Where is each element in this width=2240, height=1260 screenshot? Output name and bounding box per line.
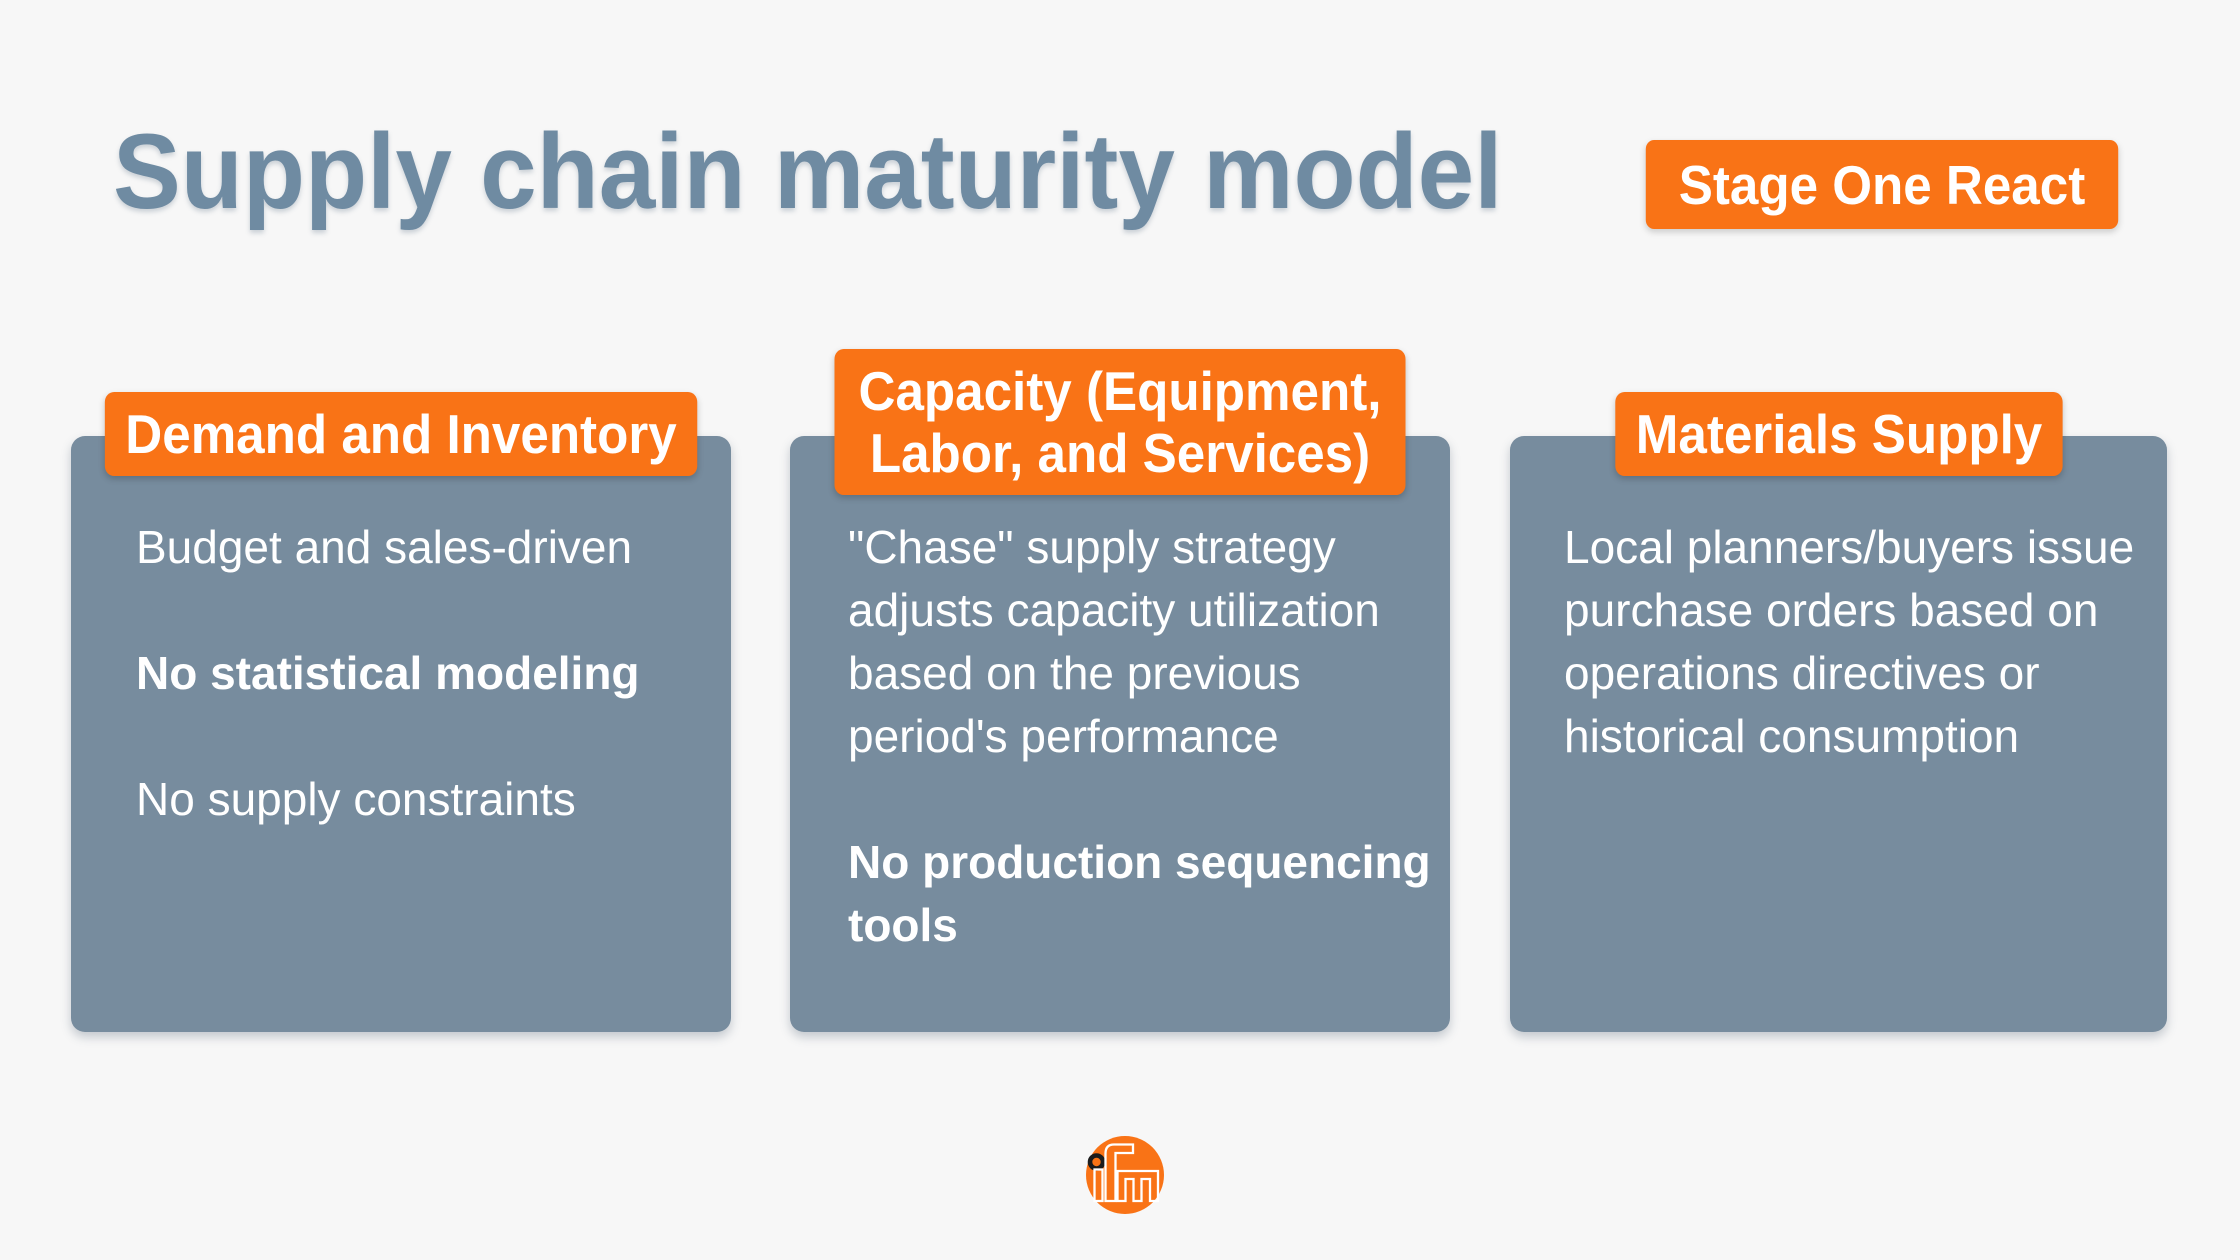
card-header-label: Materials Supply (1635, 403, 2042, 465)
stage-badge: Stage One React (1645, 140, 2119, 229)
ifm-logo-circle (1086, 1136, 1164, 1214)
stage-badge-label: Stage One React (1678, 153, 2086, 216)
paragraph: "Chase" supply strategy adjusts capacity… (848, 521, 1380, 762)
card-materials-supply: Materials Supply Local planners/buyers i… (1510, 392, 2167, 1032)
page-title: Supply chain maturity model (113, 111, 1503, 231)
card-body: Local planners/buyers issue purchase ord… (1510, 436, 2167, 1032)
paragraph: No supply constraints (136, 773, 576, 825)
card-header-label: Demand and Inventory (125, 403, 677, 465)
card-header-capacity: Capacity (Equipment, Labor, and Services… (834, 349, 1406, 495)
card-body: "Chase" supply strategy adjusts capacity… (790, 436, 1450, 1032)
card-demand-and-inventory: Demand and Inventory Budget and sales-dr… (71, 392, 731, 1032)
ifm-logo (1086, 1136, 1164, 1214)
paragraph: Local planners/buyers issue purchase ord… (1564, 521, 2135, 762)
card-header-label: Capacity (Equipment, Labor, and Services… (858, 360, 1382, 484)
ifm-letters-icon (1093, 1143, 1160, 1203)
paragraph: No production sequencing tools (848, 836, 1431, 951)
card-body: Budget and sales-driven No statistical m… (71, 436, 731, 1032)
paragraph: No statistical modeling (136, 647, 640, 699)
paragraph: Budget and sales-driven (136, 521, 633, 573)
card-header-materials-supply: Materials Supply (1614, 392, 2063, 476)
card-header-demand-and-inventory: Demand and Inventory (104, 392, 698, 476)
card-capacity: Capacity (Equipment, Labor, and Services… (790, 349, 1450, 1032)
